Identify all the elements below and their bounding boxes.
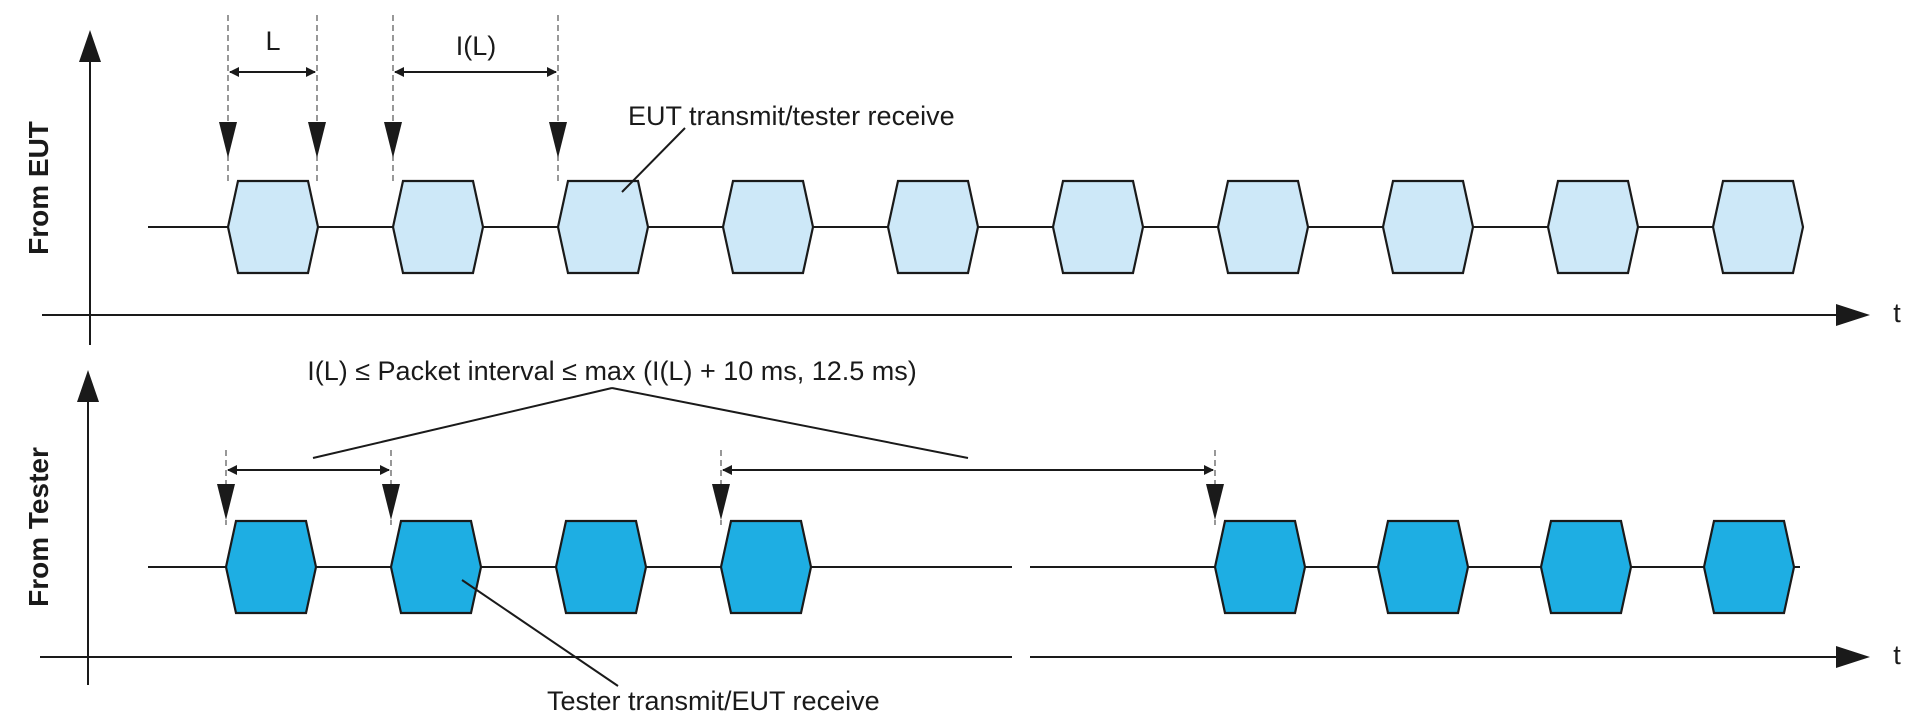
tester-down-arrow bbox=[217, 484, 235, 520]
IL-label: I(L) bbox=[456, 31, 497, 61]
tester-packet bbox=[554, 519, 648, 615]
tester-time-axis-arrowhead bbox=[1836, 646, 1870, 668]
tester-transmit-label: Tester transmit/EUT receive bbox=[547, 686, 880, 716]
tester-time-axis-label: t bbox=[1893, 640, 1901, 670]
eut-packet bbox=[1216, 179, 1310, 275]
interval-leader-line bbox=[312, 387, 613, 459]
eut-y-axis-label: From EUT bbox=[23, 121, 54, 255]
interval-leader-line bbox=[611, 387, 969, 459]
tester-packet bbox=[1702, 519, 1796, 615]
eut-packet bbox=[1381, 179, 1475, 275]
tester-panel: From Tester t I(L) ≤ Packet interval ≤ m… bbox=[23, 356, 1901, 716]
tester-transmit-leader-line bbox=[461, 579, 619, 687]
tester-y-axis-arrowhead bbox=[77, 370, 99, 402]
tester-packet bbox=[719, 519, 813, 615]
tester-packet bbox=[1213, 519, 1307, 615]
eut-packet bbox=[1051, 179, 1145, 275]
tester-y-axis-label: From Tester bbox=[23, 447, 54, 607]
eut-packet bbox=[721, 179, 815, 275]
eut-packet bbox=[1711, 179, 1805, 275]
eut-transmit-label: EUT transmit/tester receive bbox=[628, 101, 955, 131]
tester-packet bbox=[1539, 519, 1633, 615]
tester-down-arrow bbox=[382, 484, 400, 520]
tester-packet bbox=[389, 519, 483, 615]
tester-down-arrows bbox=[217, 484, 1224, 520]
eut-down-arrow bbox=[549, 122, 567, 158]
eut-packet bbox=[391, 179, 485, 275]
L-label: L bbox=[265, 26, 280, 56]
tester-packet-row bbox=[224, 519, 1796, 615]
tester-down-arrow bbox=[712, 484, 730, 520]
eut-packet bbox=[886, 179, 980, 275]
eut-packet bbox=[1546, 179, 1640, 275]
eut-packet bbox=[556, 179, 650, 275]
eut-packet-row bbox=[226, 179, 1805, 275]
eut-down-arrow bbox=[219, 122, 237, 158]
eut-panel: From EUT t L I(L) EUT transmit/tester re… bbox=[23, 15, 1901, 345]
eut-down-arrows bbox=[219, 122, 567, 158]
eut-y-axis-arrowhead bbox=[79, 30, 101, 62]
eut-time-axis-label: t bbox=[1893, 298, 1901, 328]
tester-down-arrow bbox=[1206, 484, 1224, 520]
tester-packet bbox=[1376, 519, 1470, 615]
eut-down-arrow bbox=[308, 122, 326, 158]
eut-packet bbox=[226, 179, 320, 275]
eut-transmit-leader-line bbox=[621, 127, 686, 193]
eut-down-arrow bbox=[384, 122, 402, 158]
tester-packet bbox=[224, 519, 318, 615]
eut-time-axis-arrowhead bbox=[1836, 304, 1870, 326]
packet-interval-formula: I(L) ≤ Packet interval ≤ max (I(L) + 10 … bbox=[307, 356, 917, 386]
